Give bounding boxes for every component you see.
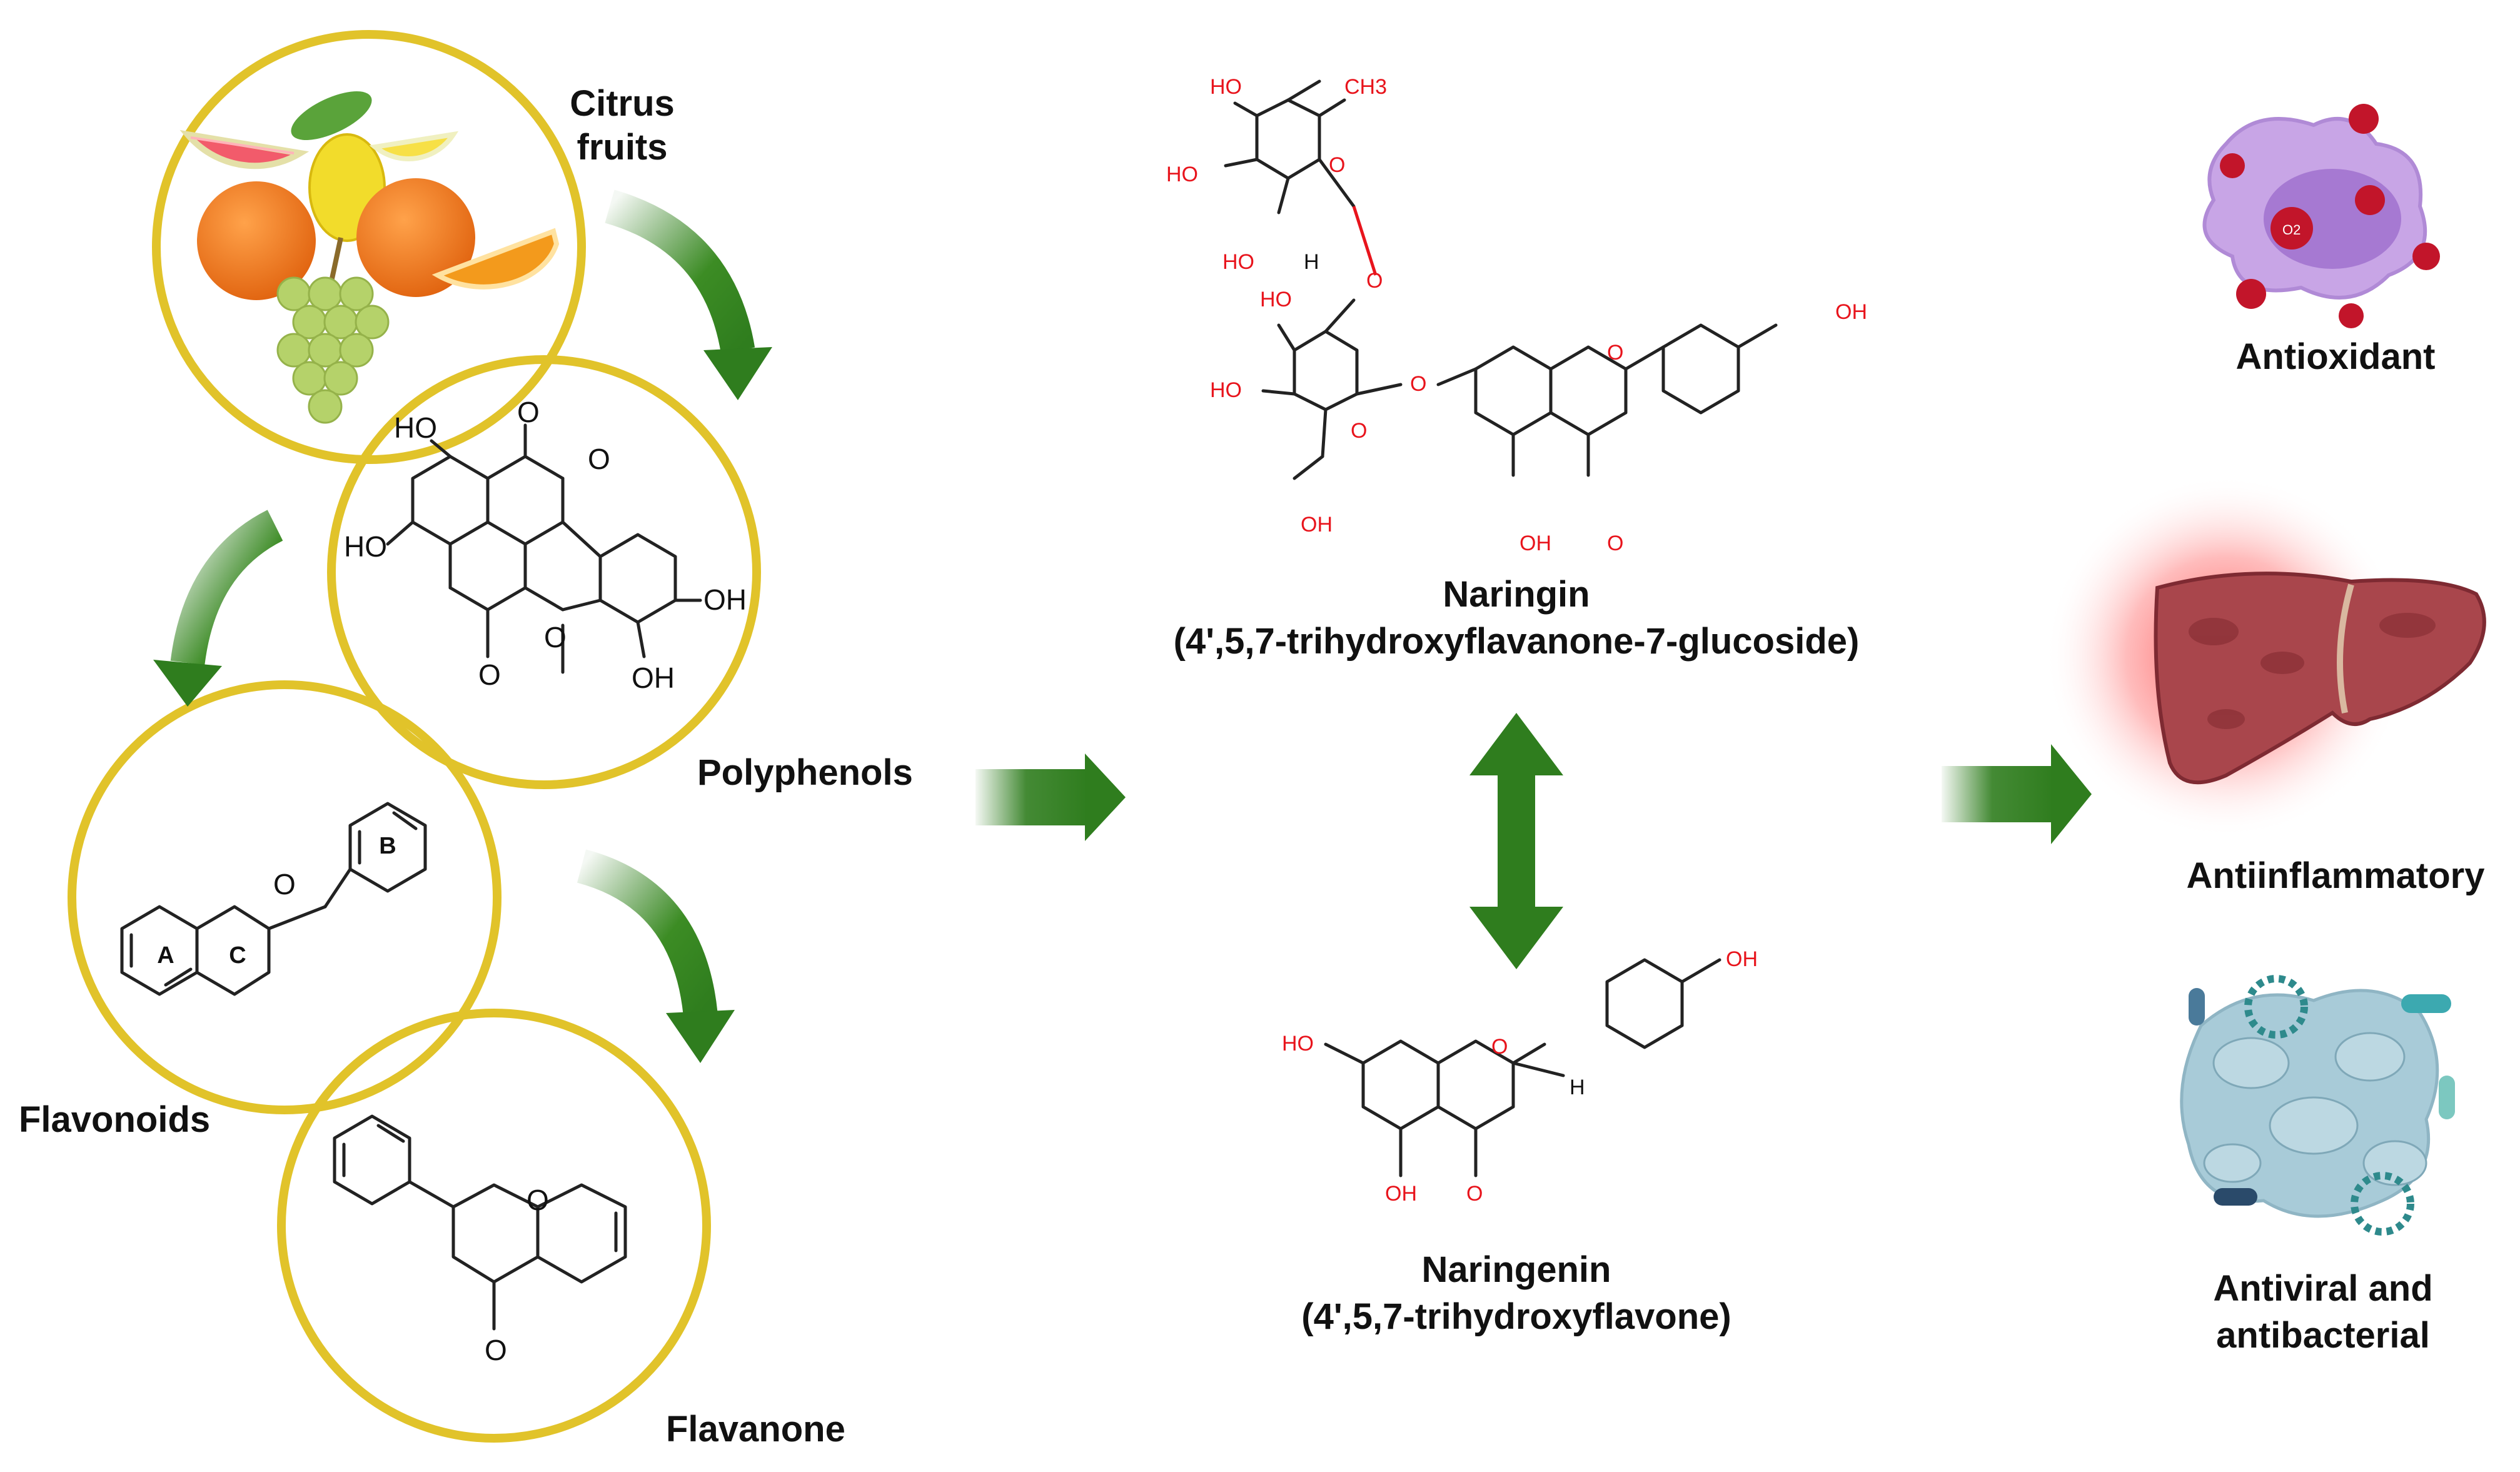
arrow-center-to-right	[1942, 744, 2092, 844]
naringenin-o-carb: O	[1466, 1182, 1483, 1206]
ellagic-o-bot: O	[544, 621, 567, 653]
flavanone-label: Flavanone	[666, 1409, 845, 1449]
naringin-oh-5: OH	[1520, 532, 1551, 555]
ros-label: O2	[2282, 222, 2301, 238]
antioxidant-label: Antioxidant	[2236, 336, 2436, 377]
flavonoids-circle	[68, 680, 501, 1114]
naringin-ho4: HO	[1210, 378, 1242, 402]
antiviral-label-line2: antibacterial	[2216, 1315, 2430, 1356]
antiviral-antibacterial-illustration	[2180, 975, 2455, 1236]
ellagic-o-carb-top: O	[588, 443, 610, 475]
ellagic-oh-r: OH	[703, 583, 747, 616]
polyphenols-circle	[327, 355, 761, 789]
ellagic-o-carb-bot: O	[478, 658, 501, 691]
antioxidant-cell-illustration: O2	[2202, 104, 2440, 328]
naringenin-name: Naringenin	[1422, 1249, 1611, 1290]
ellagic-acid-structure: HO HO OH OH O O O O	[344, 396, 747, 694]
antiinflammatory-label: Antiinflammatory	[2187, 855, 2485, 896]
naringenin-o-ring: O	[1491, 1035, 1508, 1059]
flavonoids-label: Flavonoids	[19, 1099, 210, 1140]
citrus-fruits-illustration	[179, 91, 560, 424]
ellagic-o-top: O	[517, 396, 540, 428]
flavanone-o-ring: O	[527, 1184, 549, 1216]
flavonoid-ring-a: A	[157, 942, 174, 969]
naringin-o-link: O	[1410, 372, 1426, 396]
ellagic-oh-br: OH	[632, 662, 675, 694]
naringin-hoh: HO	[1166, 163, 1198, 186]
liver-illustration	[2045, 475, 2486, 838]
naringin-structure: CH3 HO HO HO O H O HO HO O O O OH OH O O…	[1166, 75, 1867, 555]
naringin-h: H	[1304, 250, 1319, 274]
naringin-o-rham: O	[1329, 153, 1345, 177]
curved-arrow-polyphenols-to-flavonoids	[153, 510, 283, 707]
polyphenols-label: Polyphenols	[697, 752, 913, 793]
curved-arrow-flavonoids-to-flavanone	[577, 849, 735, 1063]
naringin-ho1: HO	[1210, 75, 1242, 99]
citrus-circle	[152, 30, 586, 464]
double-arrow-naringin-naringenin	[1469, 713, 1563, 969]
flavonoid-o: O	[273, 868, 296, 900]
naringin-o-gly: O	[1366, 269, 1383, 293]
naringenin-structure: HO O OH H OH O	[1282, 947, 1758, 1206]
arrow-left-to-center	[975, 754, 1126, 841]
naringenin-oh-b: OH	[1726, 947, 1758, 971]
curved-arrow-citrus-to-polyphenols	[605, 189, 772, 400]
ellagic-oh-tl: HO	[394, 411, 437, 444]
naringin-o-ring: O	[1607, 341, 1623, 365]
antiviral-label-line1: Antiviral and	[2213, 1268, 2432, 1309]
flavonoid-ring-c: C	[229, 942, 246, 969]
naringin-ho2: HO	[1222, 250, 1254, 274]
naringin-ho3: HO	[1260, 288, 1292, 311]
naringin-o-glu: O	[1351, 419, 1367, 443]
citrus-label-line2: fruits	[577, 127, 668, 168]
naringin-name: Naringin	[1443, 574, 1590, 615]
flavanone-o-carbonyl: O	[485, 1334, 507, 1366]
naringenin-description: (4',5,7-trihydroxyflavone)	[1301, 1296, 1731, 1337]
citrus-circle-group	[152, 30, 586, 464]
naringenin-ho7: HO	[1282, 1032, 1314, 1056]
naringin-ch3: CH3	[1344, 75, 1387, 99]
flavonoid-skeleton: O A C B	[120, 802, 427, 996]
naringenin-h: H	[1570, 1076, 1585, 1099]
flavonoid-ring-b: B	[379, 833, 396, 859]
naringenin-oh-5: OH	[1385, 1182, 1417, 1206]
flavanone-skeleton: O O	[333, 1114, 627, 1366]
naringin-o-carb: O	[1607, 532, 1623, 555]
ellagic-oh-l: HO	[344, 530, 387, 563]
naringin-description: (4',5,7-trihydroxyflavanone-7-glucoside)	[1174, 621, 1860, 662]
naringin-oh-b: OH	[1835, 300, 1867, 324]
citrus-label-line1: Citrus	[570, 83, 675, 124]
flavanone-circle	[277, 1009, 711, 1443]
naringin-oh-ch2: OH	[1301, 513, 1333, 537]
